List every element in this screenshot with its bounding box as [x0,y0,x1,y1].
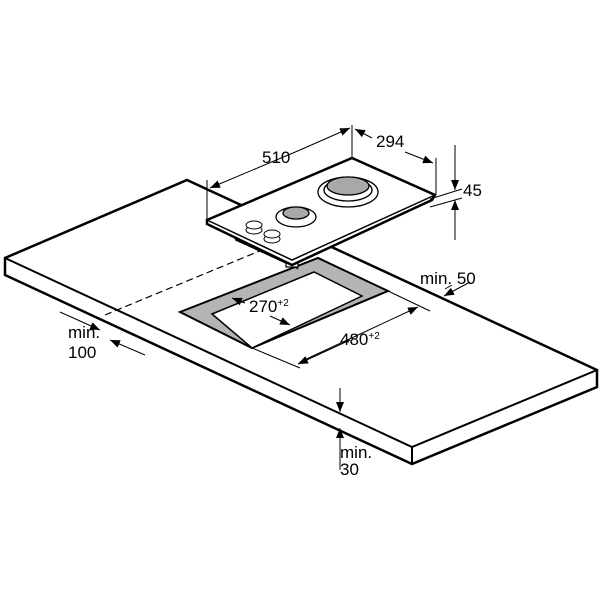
small-burner [275,206,317,228]
cutout-depth-label: 270+2 [249,297,289,316]
gas-hob [205,156,437,270]
min-thickness-label-line1: min. [340,443,372,462]
hidden-edge-line [104,249,263,316]
hob-width-label: 510 [262,148,290,167]
cutout-width-label: 480+2 [340,330,380,349]
control-knob [263,229,281,244]
hob-height-label: 45 [463,181,482,200]
min-side-label-line2: 100 [68,343,96,362]
hob-depth-label: 294 [376,132,404,151]
control-knob [245,220,263,235]
min-thickness-label-line2: 30 [340,460,359,479]
min-side-label-line1: min. [68,323,100,342]
min-back-distance-label: min. 50 [420,269,476,288]
dimension-lines [59,125,471,470]
large-burner [317,176,379,208]
